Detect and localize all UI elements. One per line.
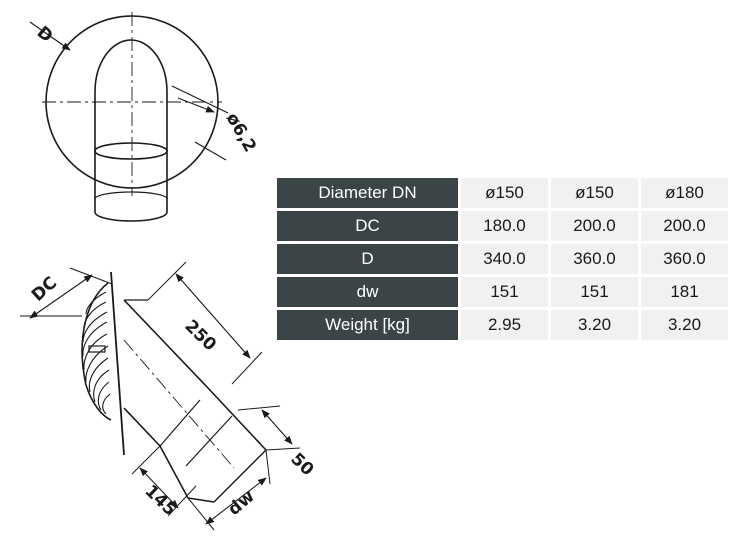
row-header: D: [277, 244, 458, 274]
label-DC: DC: [28, 273, 61, 306]
row-header: DC: [277, 211, 458, 241]
table-cell: 151: [551, 277, 638, 307]
table-cell: ø150: [461, 178, 548, 208]
table-row: DC 180.0 200.0 200.0: [277, 211, 728, 241]
row-header: dw: [277, 277, 458, 307]
table-row: dw 151 151 181: [277, 277, 728, 307]
table-cell: 151: [461, 277, 548, 307]
table-row: D 340.0 360.0 360.0: [277, 244, 728, 274]
label-145: 145: [141, 481, 180, 520]
table-cell: 3.20: [641, 310, 728, 340]
wall-plate: [110, 271, 125, 456]
label-phi-6-2: ø6,2: [222, 110, 260, 156]
row-header: Weight [kg]: [277, 310, 458, 340]
table-cell: 3.20: [551, 310, 638, 340]
table-cell: ø180: [641, 178, 728, 208]
pipe-top-ellipse: [94, 142, 168, 160]
pipe-bottom-edge: [94, 211, 168, 222]
table-row: Weight [kg] 2.95 3.20 3.20: [277, 310, 728, 340]
inner-hood: [94, 39, 168, 148]
table-cell: 180.0: [461, 211, 548, 241]
top-view: [29, 12, 229, 222]
grille-tab: [88, 345, 106, 353]
label-250: 250: [181, 316, 221, 355]
table-cell: ø150: [551, 178, 638, 208]
label-dw: dw: [224, 486, 258, 519]
side-view: [20, 261, 301, 531]
pipe-upper-edge: [123, 299, 209, 389]
label-50: 50: [287, 449, 318, 480]
table-row: Diameter DN ø150 ø150 ø180: [277, 178, 728, 208]
table-cell: 181: [641, 277, 728, 307]
table-cell: 340.0: [461, 244, 548, 274]
table-cell: 2.95: [461, 310, 548, 340]
table-cell: 200.0: [641, 211, 728, 241]
table-cell: 360.0: [641, 244, 728, 274]
table-cell: 360.0: [551, 244, 638, 274]
row-header: Diameter DN: [277, 178, 458, 208]
spec-table: Diameter DN ø150 ø150 ø180 DC 180.0 200.…: [274, 175, 731, 343]
pipe-lower-edge: [123, 407, 161, 447]
table-cell: 200.0: [551, 211, 638, 241]
